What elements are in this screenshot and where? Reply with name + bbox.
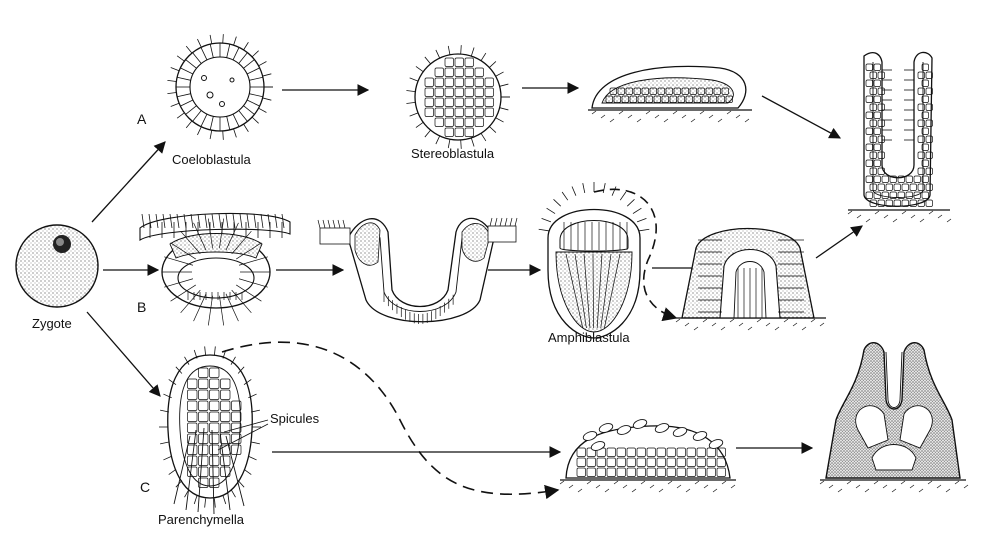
stereoblastula <box>406 45 510 149</box>
row-label-a: A <box>137 111 147 127</box>
spicules-pointer-2 <box>217 423 269 451</box>
settled-larva-a <box>588 65 752 123</box>
row-label-c: C <box>140 479 150 495</box>
parenchymella <box>159 346 261 515</box>
spicules-label: Spicules <box>270 411 320 426</box>
row-label-b: B <box>137 299 146 315</box>
young-sponge-a <box>847 51 952 223</box>
amphiblastula-label: Amphiblastula <box>548 330 630 345</box>
arrow-zygote-to-a <box>91 141 166 223</box>
embryo-in-maternal-tissue <box>139 212 291 326</box>
stereoblastula-label: Stereoblastula <box>411 146 495 161</box>
settled-larva-b <box>675 227 826 331</box>
arrow-zygote-to-c <box>86 311 161 397</box>
arrow-b-to-sponge <box>815 225 863 259</box>
settled-larva-c <box>559 419 736 493</box>
amphiblastula <box>538 182 650 339</box>
parenchymella-label: Parenchymella <box>158 512 245 527</box>
dashed-arrow-amphi <box>593 188 678 322</box>
coeloblastula-label: Coeloblastula <box>172 152 252 167</box>
inverting-embryo <box>317 217 518 324</box>
young-sponge-c <box>819 342 969 493</box>
dashed-arrow-paren <box>221 341 560 500</box>
arrow-a-to-sponge <box>761 95 842 139</box>
zygote <box>15 224 99 308</box>
zygote-label: Zygote <box>32 316 72 331</box>
coeloblastula <box>167 34 273 140</box>
spicules-pointer-1 <box>223 419 269 433</box>
